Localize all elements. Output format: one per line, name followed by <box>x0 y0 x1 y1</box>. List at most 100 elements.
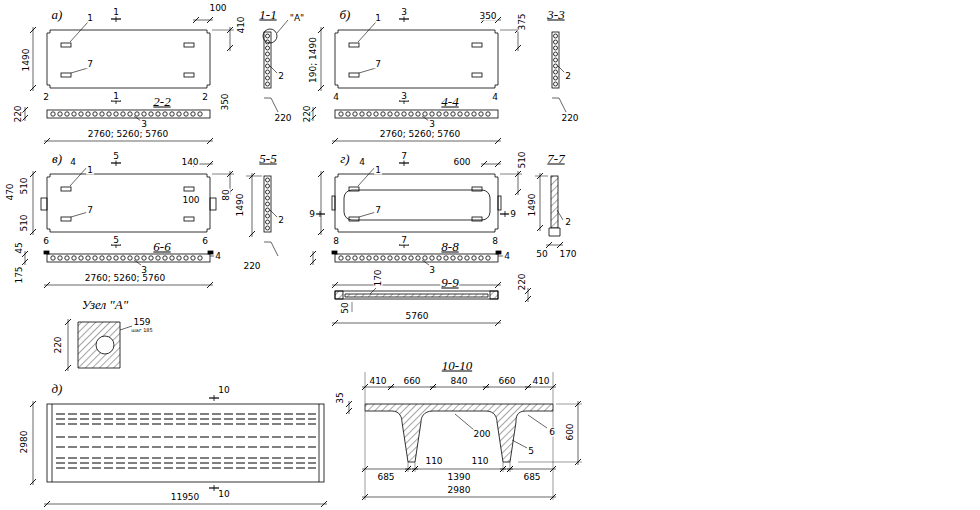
hole <box>465 112 469 116</box>
line <box>365 411 366 500</box>
line <box>535 176 548 177</box>
line <box>362 469 411 470</box>
outline <box>490 291 498 299</box>
hole <box>93 112 97 116</box>
dimension-label: 510 <box>518 150 527 169</box>
dimension-label: 1 <box>112 92 120 101</box>
dimension-label: 220 <box>242 262 261 271</box>
line <box>332 285 501 286</box>
hole <box>51 256 55 260</box>
line <box>321 501 327 507</box>
view-title: 8-8 <box>440 240 459 253</box>
dimension-label: 2980 <box>20 430 29 455</box>
line <box>44 504 327 505</box>
dimension-label: 1 <box>374 14 382 23</box>
line <box>332 320 338 326</box>
dimension-label: 50 <box>535 250 548 259</box>
hole <box>163 112 167 116</box>
hole <box>177 256 181 260</box>
dimension-label: 350 <box>221 92 230 111</box>
hole <box>367 256 371 260</box>
hole <box>121 256 125 260</box>
line <box>193 17 199 23</box>
dimension-label: 5 <box>527 447 535 456</box>
dimension-label: 10 <box>217 386 230 395</box>
hole <box>65 256 69 260</box>
line <box>249 231 255 237</box>
line <box>503 462 504 472</box>
dimension-label: 600 <box>566 422 575 441</box>
line <box>332 323 501 324</box>
dimension-label: 3 <box>140 120 148 129</box>
line <box>525 296 531 302</box>
hole <box>353 256 357 260</box>
line <box>207 161 213 167</box>
line <box>550 384 556 390</box>
dimension-label: 110 <box>470 457 489 466</box>
line <box>252 173 253 237</box>
hole <box>135 112 139 116</box>
hole <box>381 256 385 260</box>
hole <box>437 256 441 260</box>
outline <box>335 254 498 262</box>
line <box>349 401 350 414</box>
dimension-label: 410 <box>237 15 246 34</box>
line <box>22 107 28 113</box>
dimension-label: 3 <box>400 8 408 17</box>
line <box>575 401 581 407</box>
view-title: шаг 185 <box>130 328 153 333</box>
dimension-label: 200 <box>472 430 491 439</box>
dimension-label: 4 <box>69 158 77 167</box>
dimension-label: 220 <box>54 335 63 354</box>
line <box>44 141 213 142</box>
hole <box>409 256 413 260</box>
hole <box>79 112 83 116</box>
hole <box>423 112 427 116</box>
dimension-label: 5 <box>112 152 120 161</box>
hole <box>486 256 490 260</box>
outline <box>47 254 210 262</box>
outline <box>552 32 559 88</box>
dimension-label: 1 <box>112 8 120 17</box>
dimension-label: 660 <box>497 377 516 386</box>
view-title: в) <box>51 152 63 165</box>
hole <box>198 256 202 260</box>
dimension-label: 220 <box>560 114 579 123</box>
detail-circle <box>263 29 277 43</box>
hole <box>430 256 434 260</box>
outline <box>335 291 343 299</box>
hole <box>266 184 270 188</box>
line <box>408 462 409 472</box>
line <box>346 408 352 414</box>
dimension-label: 3 <box>400 92 408 101</box>
outline <box>332 196 335 210</box>
line <box>134 260 141 265</box>
dimension-label: 2 <box>277 72 285 81</box>
line <box>318 27 324 33</box>
hole <box>266 52 270 56</box>
hole <box>107 112 111 116</box>
line <box>388 384 394 390</box>
hole <box>486 112 490 116</box>
line <box>422 260 429 265</box>
dimension-label: 9 <box>308 210 316 219</box>
rib-line <box>56 446 316 447</box>
line <box>553 411 554 500</box>
line <box>550 466 556 472</box>
outline <box>264 176 271 232</box>
hole <box>184 112 188 116</box>
outline <box>210 198 216 210</box>
rib-line <box>56 467 316 468</box>
line <box>525 387 556 388</box>
dimension-label: 470 <box>6 182 15 201</box>
hole <box>395 256 399 260</box>
outline <box>496 251 501 254</box>
line <box>362 466 368 472</box>
view-title: Узел "А" <box>81 298 129 311</box>
hole <box>114 256 118 260</box>
outline <box>47 110 210 118</box>
line <box>515 171 521 177</box>
dimension-label: 2 <box>277 216 285 225</box>
hole <box>156 256 160 260</box>
dimension-label: 7 <box>86 206 94 215</box>
